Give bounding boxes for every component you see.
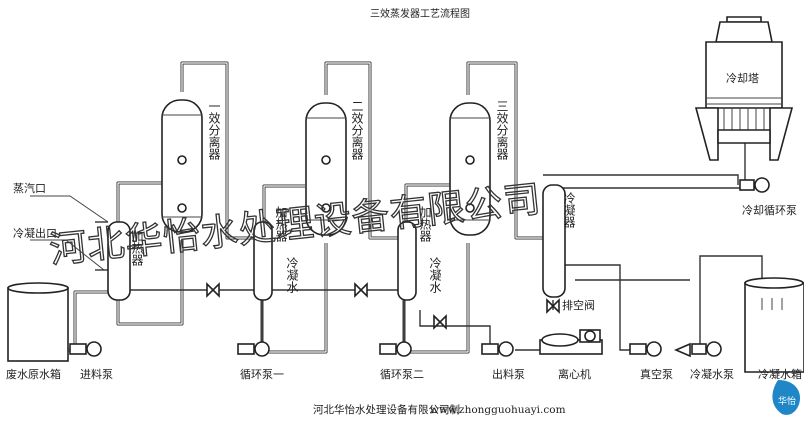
cooling-circ-pump: 冷却循环泵 (739, 177, 797, 217)
separator-3-label: 三效分离器 (495, 100, 509, 161)
feed-pump: 进料泵 (69, 341, 113, 381)
circ-pump-2-label: 循环泵二 (380, 368, 424, 381)
separator-1: 一效分离器 (161, 99, 221, 233)
heater-3: 加热器 (397, 206, 432, 301)
condensate-water-1-label: 冷凝水 (285, 257, 299, 293)
vent-valve-label: 排空阀 (562, 298, 595, 312)
condensate-tank: 冷凝水箱 (744, 277, 804, 381)
diagram-title: 三效蒸发器工艺流程图 (370, 7, 470, 20)
valve-vent (546, 298, 560, 314)
discharge-pump: 出料泵 (481, 341, 525, 381)
circ-pump-1: 循环泵一 (237, 341, 284, 381)
condensate-outlet-label: 冷凝出口 (13, 226, 57, 240)
logo: 华怡 (772, 380, 800, 415)
raw-water-tank-label: 废水原水箱 (6, 367, 61, 381)
cooling-circ-pump-label: 冷却循环泵 (742, 204, 797, 217)
separator-3: 三效分离器 (449, 100, 509, 236)
raw-water-tank: 废水原水箱 (6, 282, 69, 381)
heater-1-label: 加热器 (130, 230, 144, 267)
condensate-pump-label: 冷凝水泵 (690, 367, 734, 381)
separator-1-label: 一效分离器 (207, 100, 221, 161)
heater-1: 加热器 (107, 221, 144, 301)
cooling-tower: 冷却塔 (694, 16, 794, 161)
valve-1 (206, 282, 220, 298)
separator-2: 二效分离器 (305, 100, 364, 236)
footer-company: 河北华怡水处理设备有限公司制 (313, 403, 460, 416)
circ-pump-2: 循环泵二 (379, 341, 424, 381)
condenser-label: 冷凝器 (562, 192, 576, 229)
heater-3-label: 加热器 (418, 206, 432, 243)
heater-2: 加热器 (253, 206, 288, 301)
condensate-pump: 冷凝水泵 (673, 341, 734, 381)
condenser: 冷凝器 (542, 184, 576, 298)
discharge-pump-label: 出料泵 (492, 367, 525, 381)
cooling-tower-label: 冷却塔 (726, 72, 759, 85)
valve-2 (354, 282, 368, 298)
vacuum-pump-label: 真空泵 (640, 367, 673, 381)
logo-text: 华怡 (778, 395, 796, 407)
steam-inlet-label: 蒸汽口 (13, 181, 46, 195)
vacuum-pump: 真空泵 (629, 341, 673, 381)
footer-url: www.zhongguohuayi.com (430, 404, 566, 416)
condensate-water-2-label: 冷凝水 (428, 257, 442, 293)
separator-2-label: 二效分离器 (350, 100, 364, 161)
condensate-tank-label: 冷凝水箱 (758, 367, 802, 381)
feed-pump-label: 进料泵 (80, 367, 113, 381)
heater-2-label: 加热器 (274, 206, 288, 243)
centrifuge-label: 离心机 (558, 367, 591, 381)
centrifuge: 离心机 (539, 329, 603, 381)
circ-pump-1-label: 循环泵一 (240, 368, 284, 381)
valve-3 (433, 314, 447, 330)
